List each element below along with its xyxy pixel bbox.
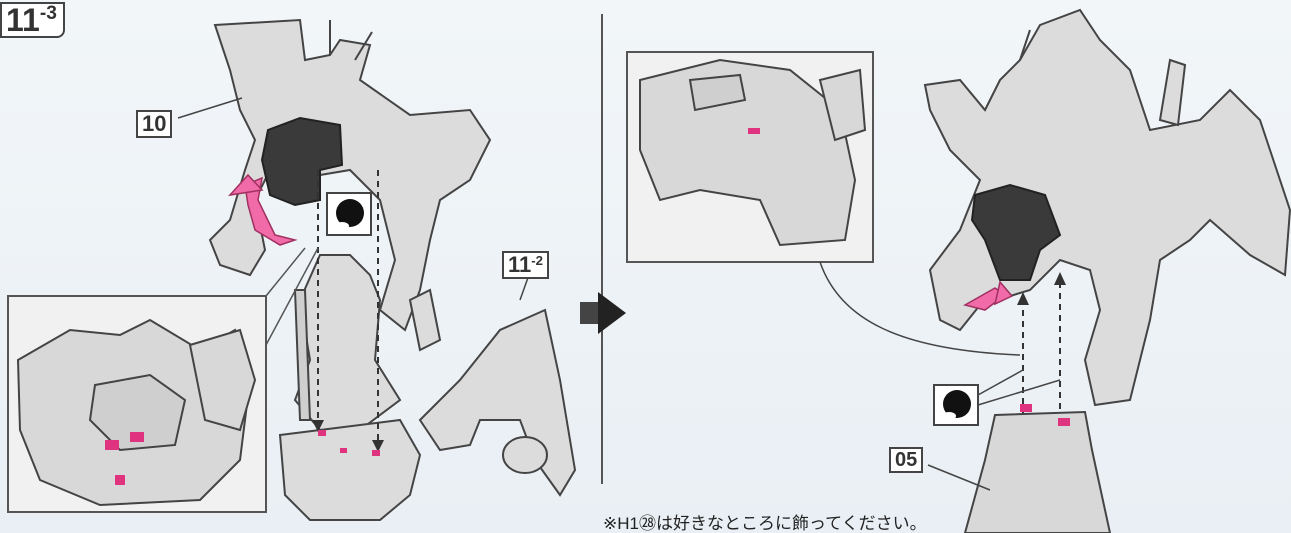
- insertion-arrows-right: [1022, 285, 1061, 420]
- insertion-arrows-left: [317, 170, 379, 440]
- dark-part-left: [260, 116, 344, 207]
- peg-insert-icon-right: [933, 384, 979, 426]
- detail-inset-left: [7, 247, 319, 513]
- part-label-10: 10: [136, 110, 173, 138]
- step-reference-label: 11-2: [502, 251, 549, 279]
- part-label-05: 05: [889, 447, 924, 473]
- pink-parts-left: [318, 430, 380, 456]
- rotate-arrow-icon: [228, 173, 298, 246]
- assembly-note: ※H1㉘は好きなところに飾ってください。: [603, 514, 927, 533]
- robot-figure-right: [923, 8, 1291, 407]
- next-step-arrow-icon: [580, 292, 626, 334]
- rotate-arrow-icon-right: [962, 280, 1014, 311]
- panel-divider: [601, 14, 603, 484]
- detail-inset-right: [626, 51, 874, 263]
- peg-insert-icon: [326, 192, 372, 236]
- dark-part-right: [970, 183, 1062, 281]
- waist-part-05: [963, 410, 1112, 533]
- robot-figure-left: [208, 18, 577, 521]
- step-number: 11-3: [0, 2, 65, 38]
